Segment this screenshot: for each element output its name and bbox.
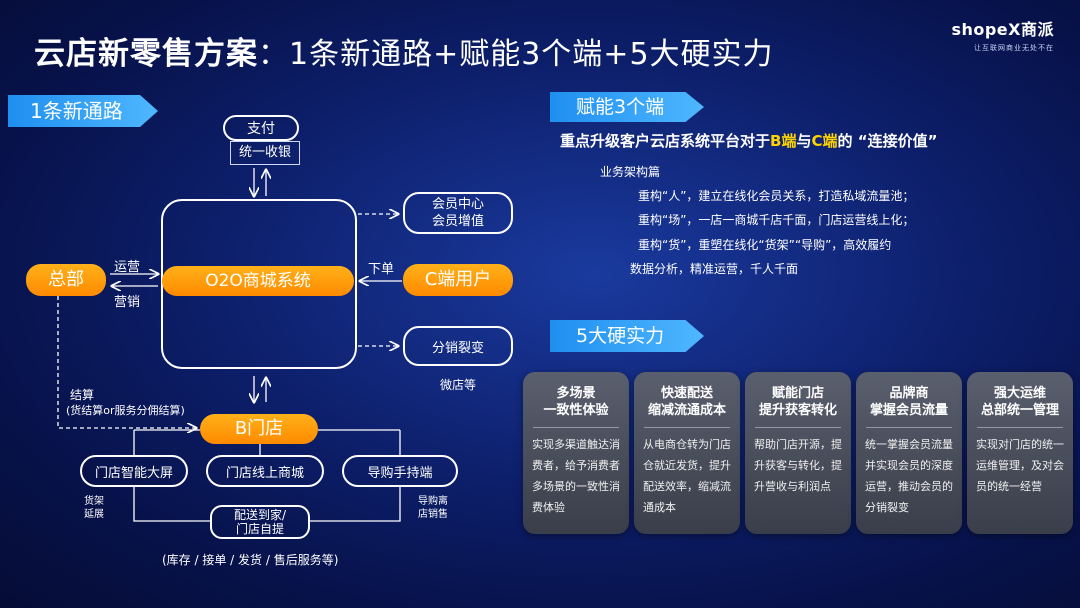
tag-five-strengths-label: 5大硬实力 <box>576 325 665 347</box>
settlement-label: 结算 <box>70 388 95 402</box>
headline-b: B端 <box>770 132 797 150</box>
smart-screen-box: 门店智能大屏 <box>80 455 188 487</box>
headline-post: 的 “连接价值” <box>837 132 938 150</box>
headline-mid: 与 <box>796 132 812 150</box>
settlement-detail: (货结算or服务分佣结算) <box>66 404 185 417</box>
card-divider <box>644 427 730 428</box>
card-body: 实现对门店的统一运维管理，及对会员的统一经营 <box>976 438 1064 493</box>
online-mall-label: 门店线上商城 <box>225 465 304 481</box>
guide-offline-label: 导购离 店销售 <box>418 496 448 520</box>
micro-store-label: 微店等 <box>440 378 477 392</box>
smart-screen-label: 门店智能大屏 <box>94 465 173 481</box>
b-store-label: B门店 <box>234 418 284 439</box>
card-divider <box>755 427 841 428</box>
card-body: 帮助门店开源，提升获客与转化，提升营收与利润点 <box>754 438 842 493</box>
arch-line-3: 重构“货”，重塑在线化“货架”“导购”，高效履约 <box>638 238 892 252</box>
member-value-label: 会员增值 <box>431 214 484 229</box>
footnote: (库存 / 接单 / 发货 / 售后服务等) <box>162 553 339 567</box>
tag-new-channel: 1条新通路 <box>8 95 158 127</box>
strength-card: 快速配送 缩减流通成本 从电商仓转为门店仓就近发货，提升配送效率，缩减流通成本 <box>634 372 740 534</box>
delivery-box: 配送到家/ 门店自提 <box>210 505 310 539</box>
arch-line-2: 重构“场”，一店一商城千店千面，门店运营线上化； <box>638 213 915 227</box>
shelf-extend-label: 货架 延展 <box>84 496 104 520</box>
logo-brand: shopeX商派 <box>951 20 1054 39</box>
card-divider <box>533 427 619 428</box>
marketing-label: 营销 <box>114 295 141 310</box>
headline-c: C端 <box>811 132 838 150</box>
card-title: 多场景 一致性体验 <box>543 386 609 418</box>
order-label: 下单 <box>368 262 395 277</box>
card-body: 实现多渠道触达消费者，给予消费者多场景的一致性消费体验 <box>532 438 620 514</box>
card-title: 强大运维 总部统一管理 <box>980 386 1059 418</box>
hq-label: 总部 <box>48 269 84 290</box>
online-mall-box: 门店线上商城 <box>206 455 324 487</box>
o2o-system-pill: O2O商城系统 <box>162 266 354 296</box>
strength-card: 品牌商 掌握会员流量 统一掌握会员流量并实现会员的深度运营，推动会员的分销裂变 <box>856 372 962 534</box>
distribution-label: 分销裂变 <box>431 340 484 356</box>
card-title: 快速配送 缩减流通成本 <box>647 386 726 418</box>
tag-empower-label: 赋能3个端 <box>576 96 665 118</box>
headline: 重点升级客户云店系统平台对于B端与C端的 “连接价值” <box>560 130 937 151</box>
strength-card: 多场景 一致性体验 实现多渠道触达消费者，给予消费者多场景的一致性消费体验 <box>523 372 629 534</box>
card-body: 从电商仓转为门店仓就近发货，提升配送效率，缩减流通成本 <box>643 438 731 514</box>
ops-label: 运营 <box>114 260 141 275</box>
page-title: 云店新零售方案：1条新通路+赋能3个端+5大硬实力 <box>34 28 774 73</box>
brand-logo: shopeX商派 让互联网商业无处不在 <box>951 16 1054 53</box>
card-divider <box>866 427 952 428</box>
hq-pill: 总部 <box>26 264 106 296</box>
unified-cashier-label: 统一收银 <box>238 145 291 160</box>
headline-pre: 重点升级客户云店系统平台对于 <box>560 132 771 150</box>
pay-box: 支付 <box>223 115 299 141</box>
strength-card: 赋能门店 提升获客转化 帮助门店开源，提升获客与转化，提升营收与利润点 <box>745 372 851 534</box>
arch-line-1: 重构“人”，建立在线化会员关系，打造私域流量池； <box>638 189 915 203</box>
pay-label: 支付 <box>247 121 275 137</box>
tag-empower: 赋能3个端 <box>550 92 704 122</box>
card-title: 品牌商 掌握会员流量 <box>869 386 948 418</box>
arch-line-4: 数据分析，精准运营，千人千面 <box>630 262 799 276</box>
unified-cashier-box: 统一收银 <box>230 141 300 165</box>
c-user-label: C端用户 <box>424 269 492 290</box>
strength-card: 强大运维 总部统一管理 实现对门店的统一运维管理，及对会员的统一经营 <box>967 372 1073 534</box>
handheld-label: 导购手持端 <box>367 465 433 481</box>
member-center-label: 会员中心 <box>431 197 484 212</box>
b-store-pill: B门店 <box>200 414 318 444</box>
delivery-label: 配送到家/ 门店自提 <box>233 508 287 536</box>
title-sub: ：1条新通路+赋能3个端+5大硬实力 <box>258 37 774 72</box>
title-main: 云店新零售方案 <box>34 36 258 72</box>
o2o-system-label: O2O商城系统 <box>205 271 311 291</box>
tag-five-strengths: 5大硬实力 <box>550 320 704 352</box>
member-center-box: 会员中心 会员增值 <box>403 192 513 234</box>
card-divider <box>977 427 1063 428</box>
arch-label: 业务架构篇 <box>600 165 661 179</box>
c-user-pill: C端用户 <box>403 264 513 296</box>
logo-slogan: 让互联网商业无处不在 <box>974 44 1054 52</box>
tag-new-channel-label: 1条新通路 <box>30 99 123 123</box>
handheld-box: 导购手持端 <box>342 455 458 487</box>
card-title: 赋能门店 提升获客转化 <box>758 386 837 418</box>
distribution-box: 分销裂变 <box>403 326 513 366</box>
card-body: 统一掌握会员流量并实现会员的深度运营，推动会员的分销裂变 <box>865 438 953 514</box>
